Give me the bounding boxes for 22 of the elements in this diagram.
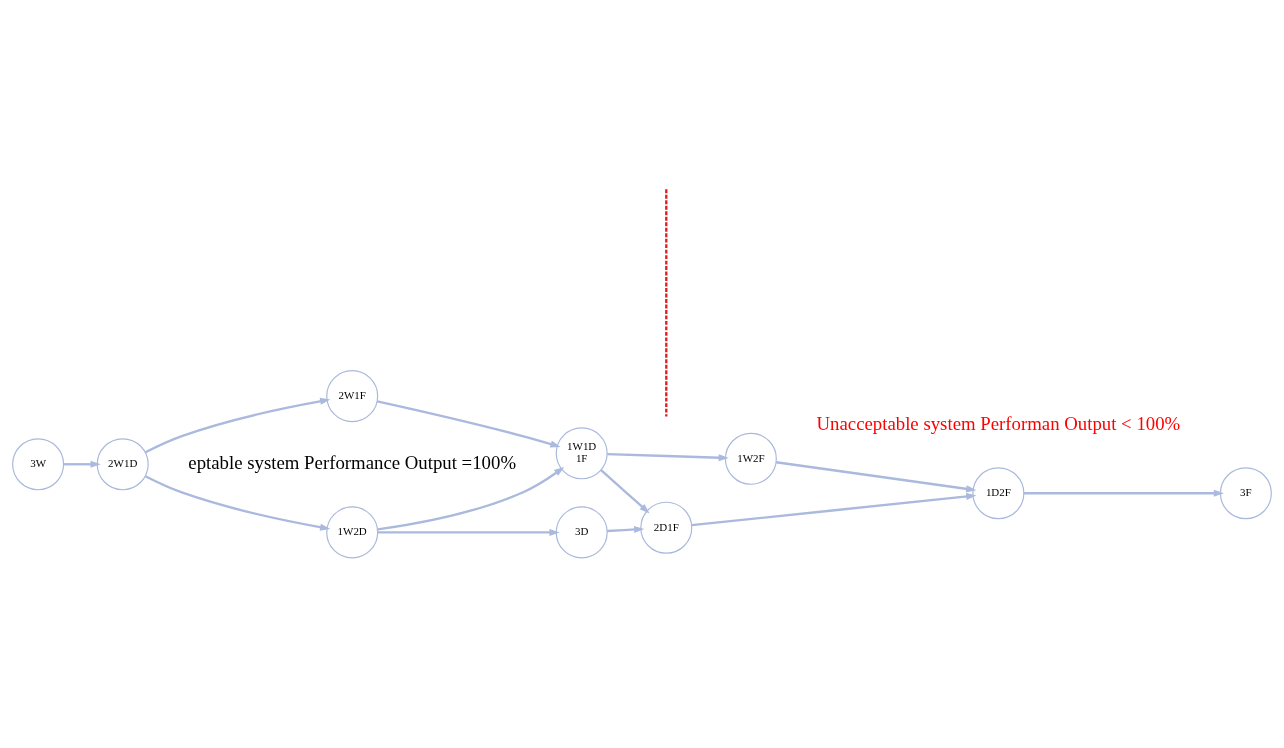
node-circle: 3F (1219, 467, 1272, 520)
node-circle: 2W1F (326, 370, 379, 423)
arrow (144, 475, 331, 531)
arrow (607, 525, 645, 534)
node-circle: 3W (12, 438, 65, 491)
arrow (377, 466, 565, 531)
node-circle: 1W2D (326, 506, 379, 559)
node-circle: 1W2F (724, 432, 777, 485)
arrow (63, 460, 101, 468)
arrow (600, 469, 650, 514)
node-circle: 1D2F (972, 467, 1025, 520)
arrow (775, 461, 977, 493)
arrow (1023, 489, 1224, 497)
node-circle: 2W1D (96, 438, 149, 491)
arrow (691, 492, 977, 527)
label: Unacceptable system Performan Output < 100% (816, 412, 1181, 434)
arrow (377, 400, 561, 448)
arrow (144, 397, 331, 454)
node-circle: 3D (555, 506, 608, 559)
arrow (607, 452, 729, 462)
label: eptable system Performance Output =100% (188, 452, 517, 474)
arrow (377, 528, 560, 536)
